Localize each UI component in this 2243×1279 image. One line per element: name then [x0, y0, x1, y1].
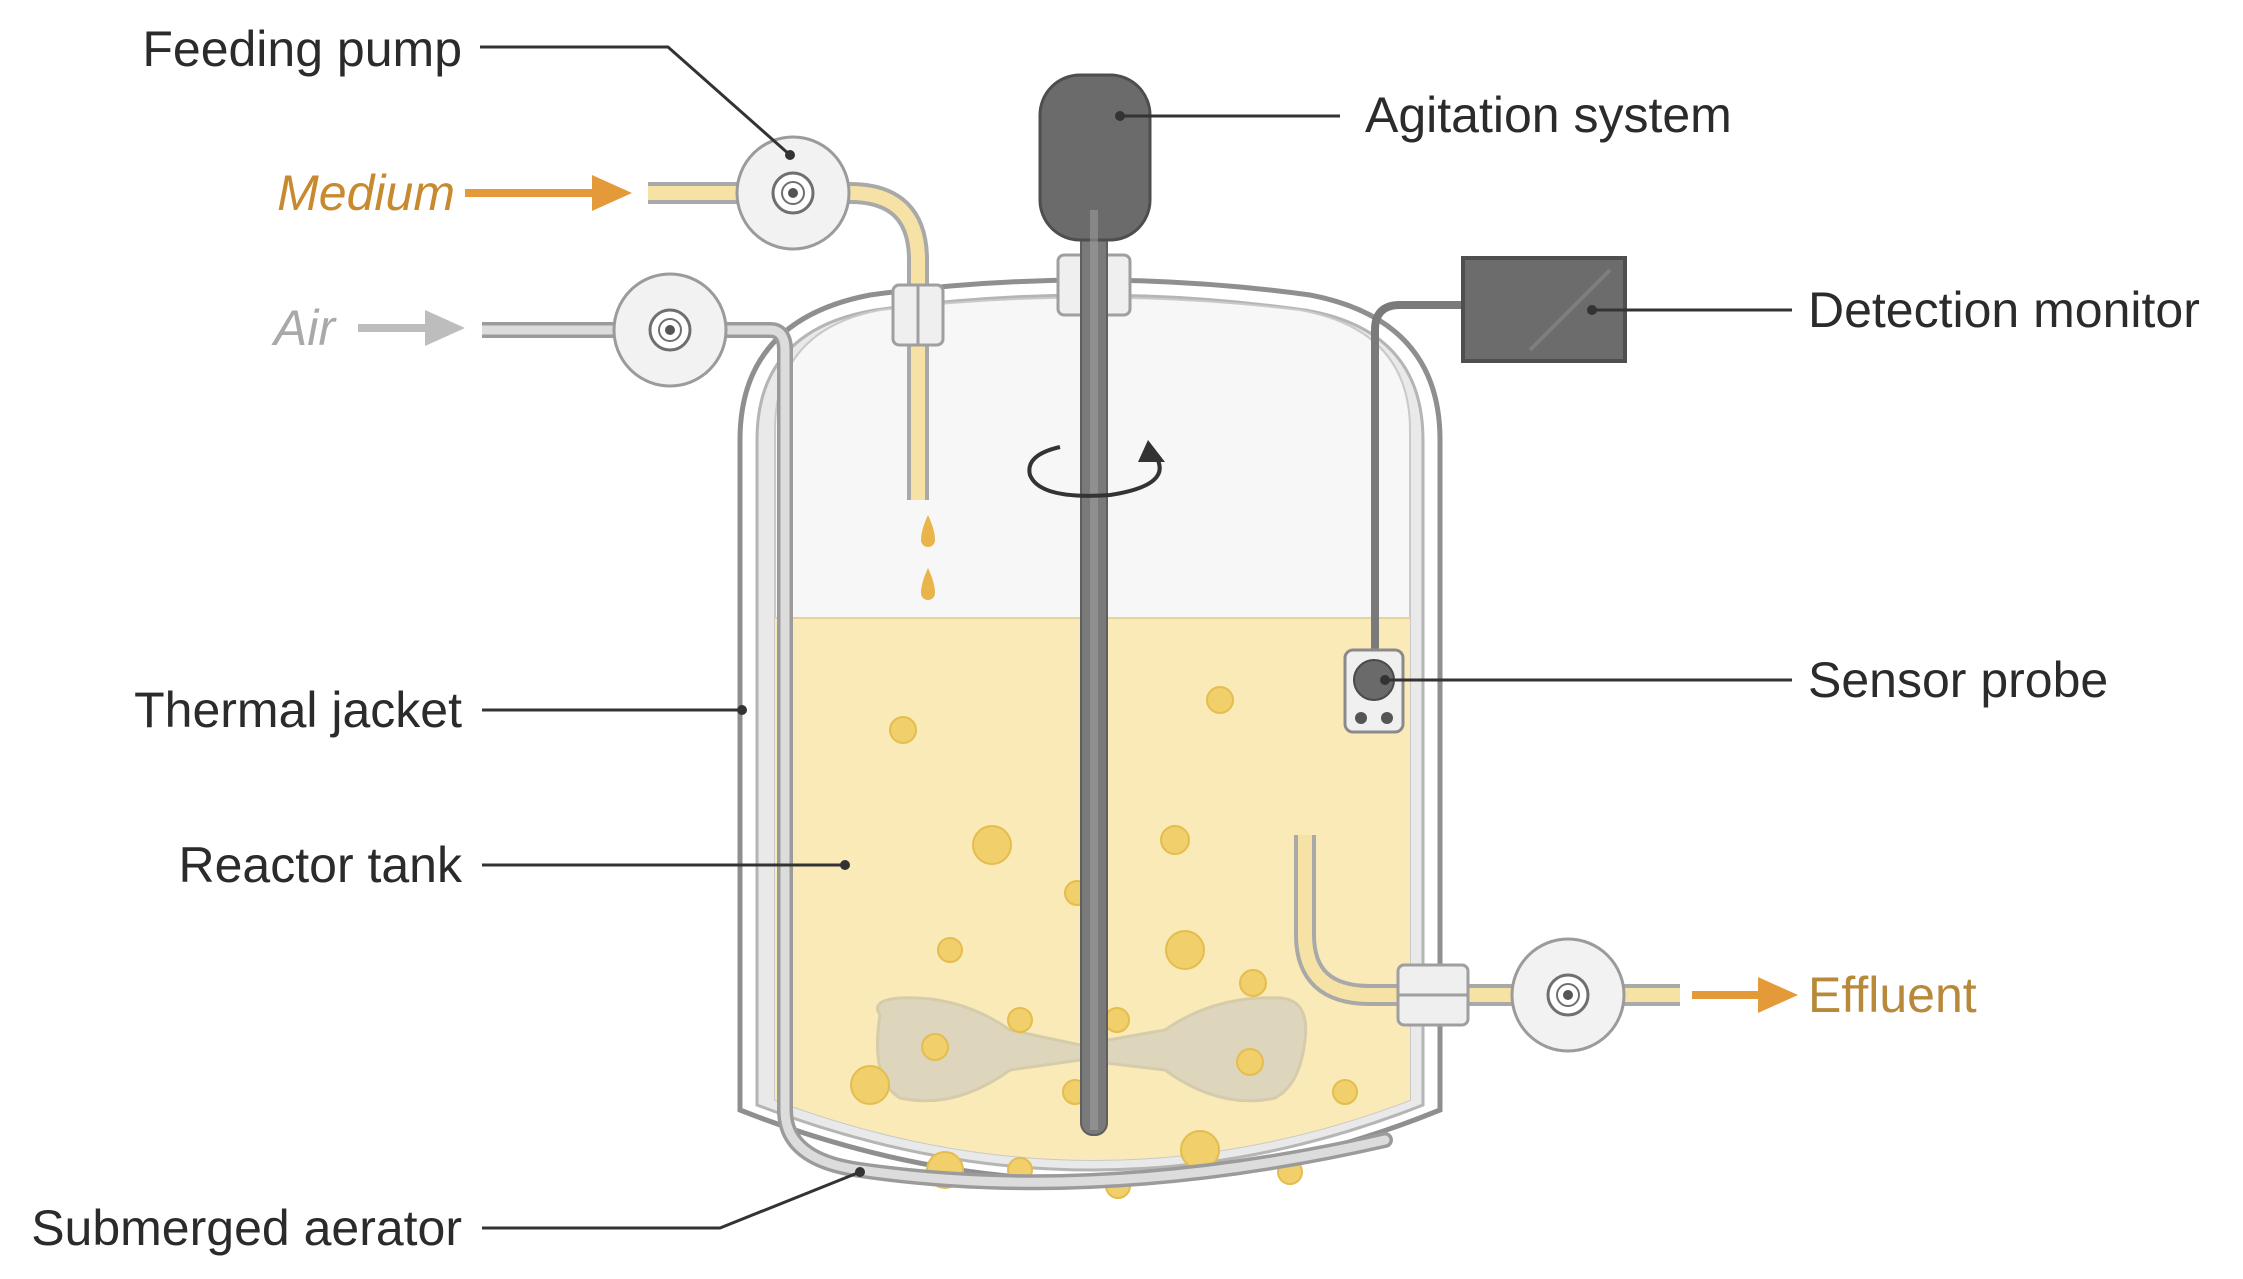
- bubble-icon: [1165, 930, 1205, 970]
- bubble-icon: [1206, 686, 1234, 714]
- label-detection-monitor: Detection monitor: [1808, 282, 2200, 338]
- bubble-icon: [1239, 969, 1267, 997]
- label-reactor-tank: Reactor tank: [179, 837, 463, 893]
- label-air: Air: [271, 300, 337, 356]
- label-effluent: Effluent: [1808, 967, 1977, 1023]
- medium-arrow: [465, 175, 632, 211]
- air-bubbles: [850, 686, 1358, 1199]
- bubble-icon: [1236, 1048, 1264, 1076]
- air-arrow: [358, 310, 465, 346]
- bubble-icon: [889, 716, 917, 744]
- bubble-icon: [1007, 1007, 1033, 1033]
- bubble-icon: [1160, 825, 1190, 855]
- label-thermal-jacket: Thermal jacket: [134, 682, 462, 738]
- effluent-line: [1294, 835, 1680, 1053]
- leader-lines: [480, 45, 1792, 1230]
- feeding-pump: [735, 135, 851, 251]
- sensor-probe: [1343, 648, 1405, 734]
- label-sensor-probe: Sensor probe: [1808, 652, 2108, 708]
- label-medium: Medium: [277, 165, 455, 221]
- air-pump: [612, 272, 728, 388]
- droplet-icon: [921, 568, 935, 600]
- droplet-icon: [921, 515, 935, 547]
- bubble-icon: [1332, 1079, 1358, 1105]
- effluent-arrow: [1692, 977, 1798, 1013]
- bubble-icon: [1104, 1007, 1130, 1033]
- bubble-icon: [921, 1033, 949, 1061]
- rotation-arrow-icon: [1027, 440, 1165, 498]
- medium-feed-pipe: [648, 182, 945, 600]
- bubble-icon: [972, 825, 1012, 865]
- label-submerged-aerator: Submerged aerator: [31, 1200, 462, 1256]
- bubble-icon: [850, 1065, 890, 1105]
- label-agitation-system: Agitation system: [1365, 87, 1732, 143]
- label-feeding-pump: Feeding pump: [142, 21, 462, 77]
- bubble-icon: [937, 937, 963, 963]
